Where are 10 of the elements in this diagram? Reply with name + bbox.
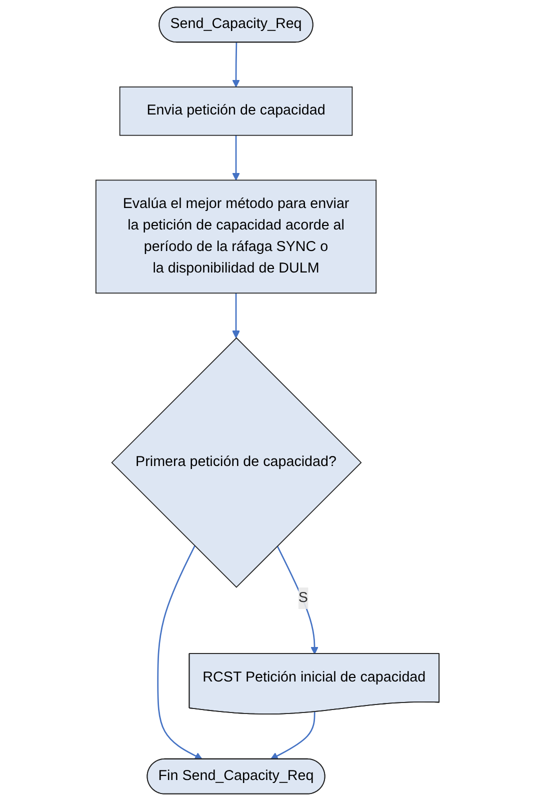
arrow xyxy=(270,712,316,760)
arrow xyxy=(276,546,318,654)
edge-label: S xyxy=(298,590,308,606)
node-diamond: Primera petición de capacidad? xyxy=(111,337,362,588)
arrow xyxy=(232,293,240,338)
node-box: Envia petición de capacidad xyxy=(119,86,353,136)
arrow xyxy=(232,42,240,88)
arrow xyxy=(157,546,203,760)
node-box: Evalúa el mejor método para enviar la petición de capacidad acorde al período de la ráfaga SYNC o la disponibilidad de DULM xyxy=(95,180,377,294)
arrow xyxy=(232,135,240,181)
